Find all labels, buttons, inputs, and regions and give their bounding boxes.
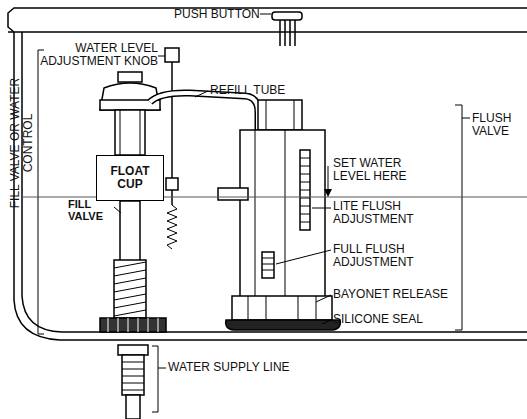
part-label: LITE FLUSH ADJUSTMENT bbox=[333, 200, 433, 226]
tank-wall bbox=[22, 32, 527, 332]
part-label: SILICONE SEAL bbox=[333, 313, 483, 326]
valve-stem bbox=[120, 201, 140, 261]
valve-thread bbox=[114, 260, 146, 318]
tank-lid bbox=[8, 8, 527, 32]
part-label: FILL VALVE bbox=[68, 198, 114, 222]
leader-line bbox=[158, 56, 165, 57]
body-line bbox=[255, 130, 285, 298]
arrow-line bbox=[328, 166, 329, 190]
leader-line bbox=[312, 208, 331, 209]
button-rod bbox=[280, 20, 295, 46]
leader-line bbox=[322, 320, 331, 324]
part-label: FLUSH VALVE bbox=[472, 112, 527, 138]
part-label: REFILL TUBE bbox=[210, 84, 310, 97]
leader-line bbox=[158, 368, 166, 369]
adjustment-knob bbox=[165, 48, 179, 62]
part-label: WATER SUPPLY LINE bbox=[168, 361, 328, 374]
leader-line bbox=[114, 207, 121, 213]
arrow-head bbox=[324, 189, 332, 197]
thread-line bbox=[114, 262, 146, 316]
supply-nut bbox=[118, 345, 148, 355]
leader-line bbox=[316, 295, 331, 302]
part-label: SET WATER LEVEL HERE bbox=[333, 157, 425, 183]
leader-line bbox=[195, 91, 208, 97]
lite-flush-strip bbox=[300, 150, 310, 230]
part-label: BAYONET RELEASE bbox=[333, 288, 483, 301]
window-tick bbox=[262, 258, 274, 270]
part-label: FULL FLUSH ADJUSTMENT bbox=[333, 243, 433, 269]
rod-clip bbox=[166, 178, 178, 190]
tank-lid bbox=[8, 31, 527, 33]
valve-neck-line bbox=[120, 110, 140, 155]
supply-pipe bbox=[126, 395, 140, 419]
cap-line bbox=[266, 100, 294, 130]
rod-spring bbox=[167, 205, 177, 249]
silicone-seal bbox=[226, 320, 341, 330]
valve-base-nut bbox=[100, 318, 166, 332]
node-text: FLOAT CUP bbox=[97, 165, 163, 191]
float-clip bbox=[218, 188, 248, 200]
nut-ridge bbox=[108, 318, 158, 332]
strip-tick bbox=[300, 158, 310, 222]
bracket bbox=[38, 50, 44, 334]
coupling-ridge bbox=[122, 362, 144, 390]
part-label: WATER LEVEL ADJUSTMENT KNOB bbox=[30, 42, 158, 68]
push-button bbox=[272, 12, 302, 20]
leader-line bbox=[260, 14, 271, 15]
valve-cap-top bbox=[118, 72, 142, 82]
overflow-cap bbox=[258, 100, 302, 130]
full-flush-window bbox=[262, 252, 274, 278]
supply-coupling bbox=[122, 355, 144, 395]
leader-line bbox=[276, 250, 331, 264]
valve-cap bbox=[100, 83, 160, 110]
part-label: FILL VALVE OR WATER CONTROL bbox=[9, 68, 35, 218]
valve-neck bbox=[115, 110, 145, 155]
flush-valve-body bbox=[240, 130, 325, 298]
base-line bbox=[248, 296, 316, 320]
bracket bbox=[152, 346, 158, 412]
float-cup-box: FLOAT CUP bbox=[96, 155, 164, 201]
valve-base bbox=[232, 296, 332, 320]
bracket bbox=[455, 105, 462, 330]
part-label: PUSH BUTTON bbox=[174, 8, 264, 21]
tank-wall bbox=[14, 32, 527, 340]
leader-line bbox=[462, 118, 470, 119]
